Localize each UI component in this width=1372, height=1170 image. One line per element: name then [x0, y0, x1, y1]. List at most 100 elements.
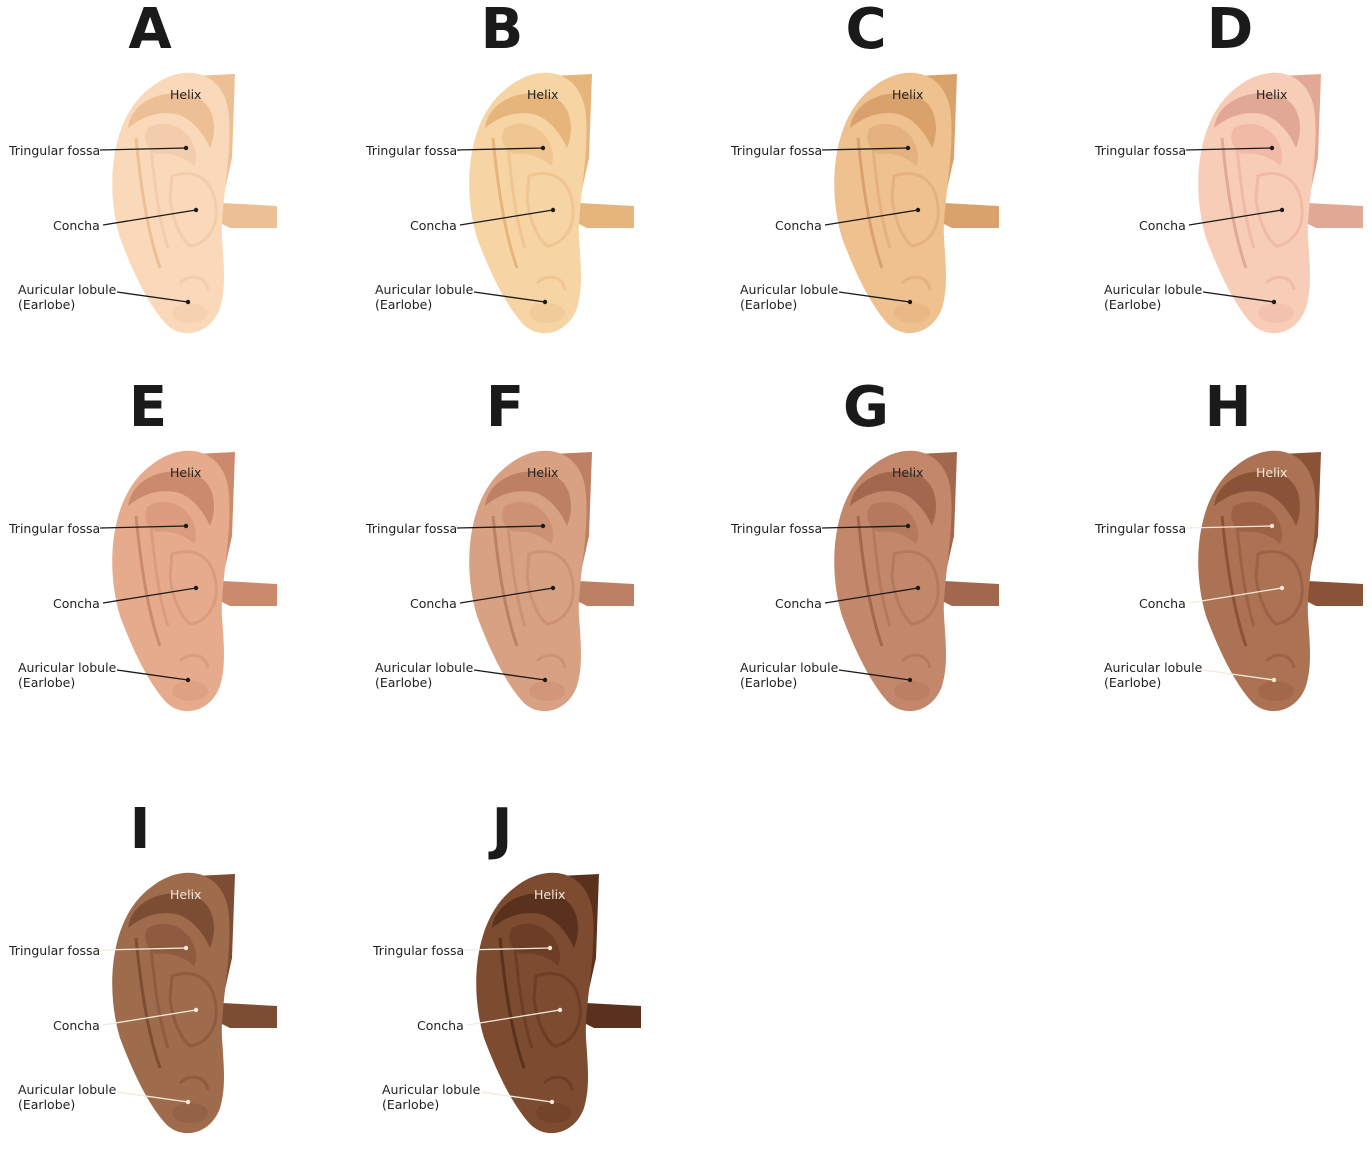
ear-panel-h: HHelixTringular fossaConchaAuricular lob…: [1086, 378, 1372, 748]
lobule-label-line1: Auricular lobule: [18, 660, 116, 675]
leader-fossa-dot: [184, 946, 188, 950]
ear-panel-i: IHelixTringular fossaConchaAuricular lob…: [0, 800, 340, 1170]
triangular-fossa-label: Tringular fossa: [373, 943, 464, 958]
helix-label: Helix: [892, 465, 923, 480]
ear-illustration: [357, 0, 697, 370]
lobule-shade: [536, 1103, 572, 1123]
concha-label: Concha: [410, 218, 457, 233]
lobule-label-line1: Auricular lobule: [382, 1082, 480, 1097]
leader-fossa-dot: [184, 524, 188, 528]
leader-lobule-dot: [186, 678, 190, 682]
concha-label: Concha: [1139, 596, 1186, 611]
lobule-shade: [529, 303, 565, 323]
ear-illustration: [1086, 0, 1372, 370]
ear-illustration: [357, 378, 697, 748]
triangular-fossa-label: Tringular fossa: [731, 143, 822, 158]
lobule-shade: [172, 681, 208, 701]
ear-skin-tone-grid: AHelixTringular fossaConchaAuricular lob…: [0, 0, 1372, 1141]
leader-lobule-dot: [908, 678, 912, 682]
lobule-label-line2: (Earlobe): [1104, 297, 1161, 312]
lobule-shade: [894, 681, 930, 701]
leader-concha-dot: [194, 1008, 198, 1012]
lobule-label-line2: (Earlobe): [18, 297, 75, 312]
ear-illustration: [722, 0, 1062, 370]
triangular-fossa-label: Tringular fossa: [366, 143, 457, 158]
lobule-label-line2: (Earlobe): [375, 297, 432, 312]
leader-concha-dot: [551, 586, 555, 590]
lobule-label-line1: Auricular lobule: [1104, 282, 1202, 297]
ear-shape-group: [1198, 73, 1363, 333]
leader-fossa-dot: [1270, 146, 1274, 150]
concha-label: Concha: [410, 596, 457, 611]
leader-lobule-dot: [908, 300, 912, 304]
leader-fossa-dot: [541, 524, 545, 528]
concha-label: Concha: [775, 596, 822, 611]
concha-label: Concha: [53, 596, 100, 611]
lobule-label-line2: (Earlobe): [18, 675, 75, 690]
lobule-label-line2: (Earlobe): [18, 1097, 75, 1112]
leader-lobule-dot: [186, 1100, 190, 1104]
triangular-fossa-label: Tringular fossa: [9, 521, 100, 536]
leader-concha-dot: [194, 586, 198, 590]
helix-label: Helix: [534, 887, 565, 902]
lobule-label-line1: Auricular lobule: [375, 282, 473, 297]
triangular-fossa-label: Tringular fossa: [366, 521, 457, 536]
lobule-label-line2: (Earlobe): [740, 675, 797, 690]
ear-shape-group: [469, 451, 634, 711]
lobule-label-line2: (Earlobe): [375, 675, 432, 690]
leader-fossa-dot: [541, 146, 545, 150]
leader-fossa-dot: [906, 524, 910, 528]
leader-lobule-dot: [543, 300, 547, 304]
concha-label: Concha: [53, 218, 100, 233]
leader-concha-dot: [916, 208, 920, 212]
ear-shape-group: [112, 451, 277, 711]
ear-panel-j: JHelixTringular fossaConchaAuricular lob…: [364, 800, 704, 1170]
helix-label: Helix: [527, 87, 558, 102]
ear-illustration: [1086, 378, 1372, 748]
helix-label: Helix: [170, 465, 201, 480]
helix-label: Helix: [170, 887, 201, 902]
ear-illustration: [0, 378, 340, 748]
lobule-label-line2: (Earlobe): [382, 1097, 439, 1112]
lobule-shade: [1258, 303, 1294, 323]
leader-fossa-dot: [184, 146, 188, 150]
leader-fossa-dot: [548, 946, 552, 950]
ear-shape-group: [112, 73, 277, 333]
ear-shape-group: [1198, 451, 1363, 711]
lobule-shade: [172, 1103, 208, 1123]
lobule-label-line1: Auricular lobule: [740, 282, 838, 297]
lobule-shade: [1258, 681, 1294, 701]
leader-lobule-dot: [543, 678, 547, 682]
leader-fossa-dot: [906, 146, 910, 150]
leader-concha-dot: [194, 208, 198, 212]
lobule-label-line1: Auricular lobule: [1104, 660, 1202, 675]
leader-lobule-dot: [550, 1100, 554, 1104]
concha-label: Concha: [775, 218, 822, 233]
ear-illustration: [722, 378, 1062, 748]
leader-concha-dot: [551, 208, 555, 212]
lobule-label-line1: Auricular lobule: [740, 660, 838, 675]
leader-lobule-dot: [1272, 300, 1276, 304]
helix-label: Helix: [527, 465, 558, 480]
triangular-fossa-label: Tringular fossa: [9, 143, 100, 158]
helix-label: Helix: [892, 87, 923, 102]
helix-label: Helix: [1256, 87, 1287, 102]
ear-shape-group: [834, 451, 999, 711]
leader-concha-dot: [1280, 208, 1284, 212]
leader-concha-dot: [558, 1008, 562, 1012]
triangular-fossa-label: Tringular fossa: [9, 943, 100, 958]
concha-label: Concha: [417, 1018, 464, 1033]
lobule-label-line1: Auricular lobule: [18, 1082, 116, 1097]
ear-illustration: [0, 800, 340, 1170]
ear-shape-group: [476, 873, 641, 1133]
leader-fossa-dot: [1270, 524, 1274, 528]
lobule-label-line1: Auricular lobule: [375, 660, 473, 675]
lobule-shade: [894, 303, 930, 323]
concha-label: Concha: [1139, 218, 1186, 233]
ear-panel-f: FHelixTringular fossaConchaAuricular lob…: [357, 378, 697, 748]
triangular-fossa-label: Tringular fossa: [1095, 143, 1186, 158]
